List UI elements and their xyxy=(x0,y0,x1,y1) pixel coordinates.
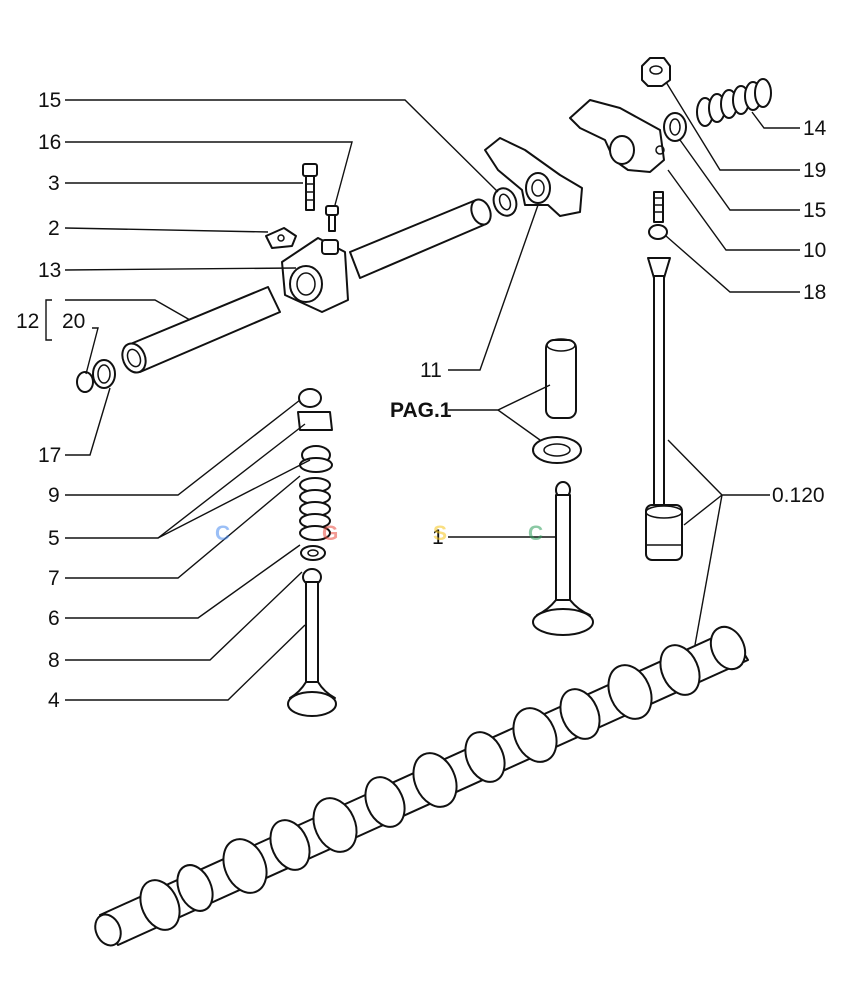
rocker-shaft-long xyxy=(121,286,281,374)
valve-collets xyxy=(297,411,333,431)
locking-plate xyxy=(265,227,297,249)
exhaust-valve xyxy=(287,568,337,717)
valve-guide xyxy=(545,338,577,419)
label-8: 8 xyxy=(48,649,60,672)
label-19: 19 xyxy=(803,159,826,182)
bolt xyxy=(302,163,318,211)
label-20: 20 xyxy=(62,310,85,333)
watermark-letter-s: S xyxy=(433,522,447,545)
label-5: 5 xyxy=(48,527,60,550)
camshaft xyxy=(94,625,749,947)
screw xyxy=(325,205,339,232)
push-rod xyxy=(647,257,671,507)
watermark-cgsc: C G S C xyxy=(215,522,543,545)
valve-spring xyxy=(299,477,331,541)
washer-right xyxy=(663,112,687,142)
label-10: 10 xyxy=(803,239,826,262)
rocker-arm-right xyxy=(569,99,665,173)
label-0120: 0.120 xyxy=(772,484,825,507)
watermark-letter-c1: C xyxy=(215,522,230,545)
label-15-right: 15 xyxy=(803,199,826,222)
rocker-spring xyxy=(696,78,772,127)
rocker-arm xyxy=(484,137,583,217)
label-pag1: PAG.1 xyxy=(390,399,452,422)
label-11: 11 xyxy=(420,359,442,382)
label-4: 4 xyxy=(48,689,60,712)
label-2: 2 xyxy=(48,217,60,240)
valve-cap xyxy=(298,388,322,408)
rocker-shaft-short xyxy=(349,198,492,279)
label-15-left: 15 xyxy=(38,89,61,112)
adjusting-nut xyxy=(641,57,671,87)
label-13: 13 xyxy=(38,259,61,282)
watermark-letter-c2: C xyxy=(528,522,543,545)
tappet xyxy=(645,504,683,561)
label-18: 18 xyxy=(803,281,826,304)
label-7: 7 xyxy=(48,567,60,590)
label-1: 1 xyxy=(432,526,444,549)
intake-valve xyxy=(532,481,594,636)
valve-seat-ring xyxy=(532,436,582,464)
label-12: 12 xyxy=(16,310,39,333)
label-6: 6 xyxy=(48,607,60,630)
seal-ring xyxy=(92,359,116,389)
leader-lines xyxy=(45,81,800,701)
label-17: 17 xyxy=(38,444,61,467)
label-3: 3 xyxy=(48,172,60,195)
label-9: 9 xyxy=(48,484,60,507)
rocker-support-bracket xyxy=(281,237,349,313)
watermark-letter-g: G xyxy=(322,522,338,545)
label-16: 16 xyxy=(38,131,61,154)
plug xyxy=(76,371,94,393)
spring-washer xyxy=(300,545,326,561)
adjusting-screw xyxy=(648,191,668,240)
label-14: 14 xyxy=(803,117,827,140)
washer-left xyxy=(492,187,518,217)
spring-retainer xyxy=(299,445,333,473)
